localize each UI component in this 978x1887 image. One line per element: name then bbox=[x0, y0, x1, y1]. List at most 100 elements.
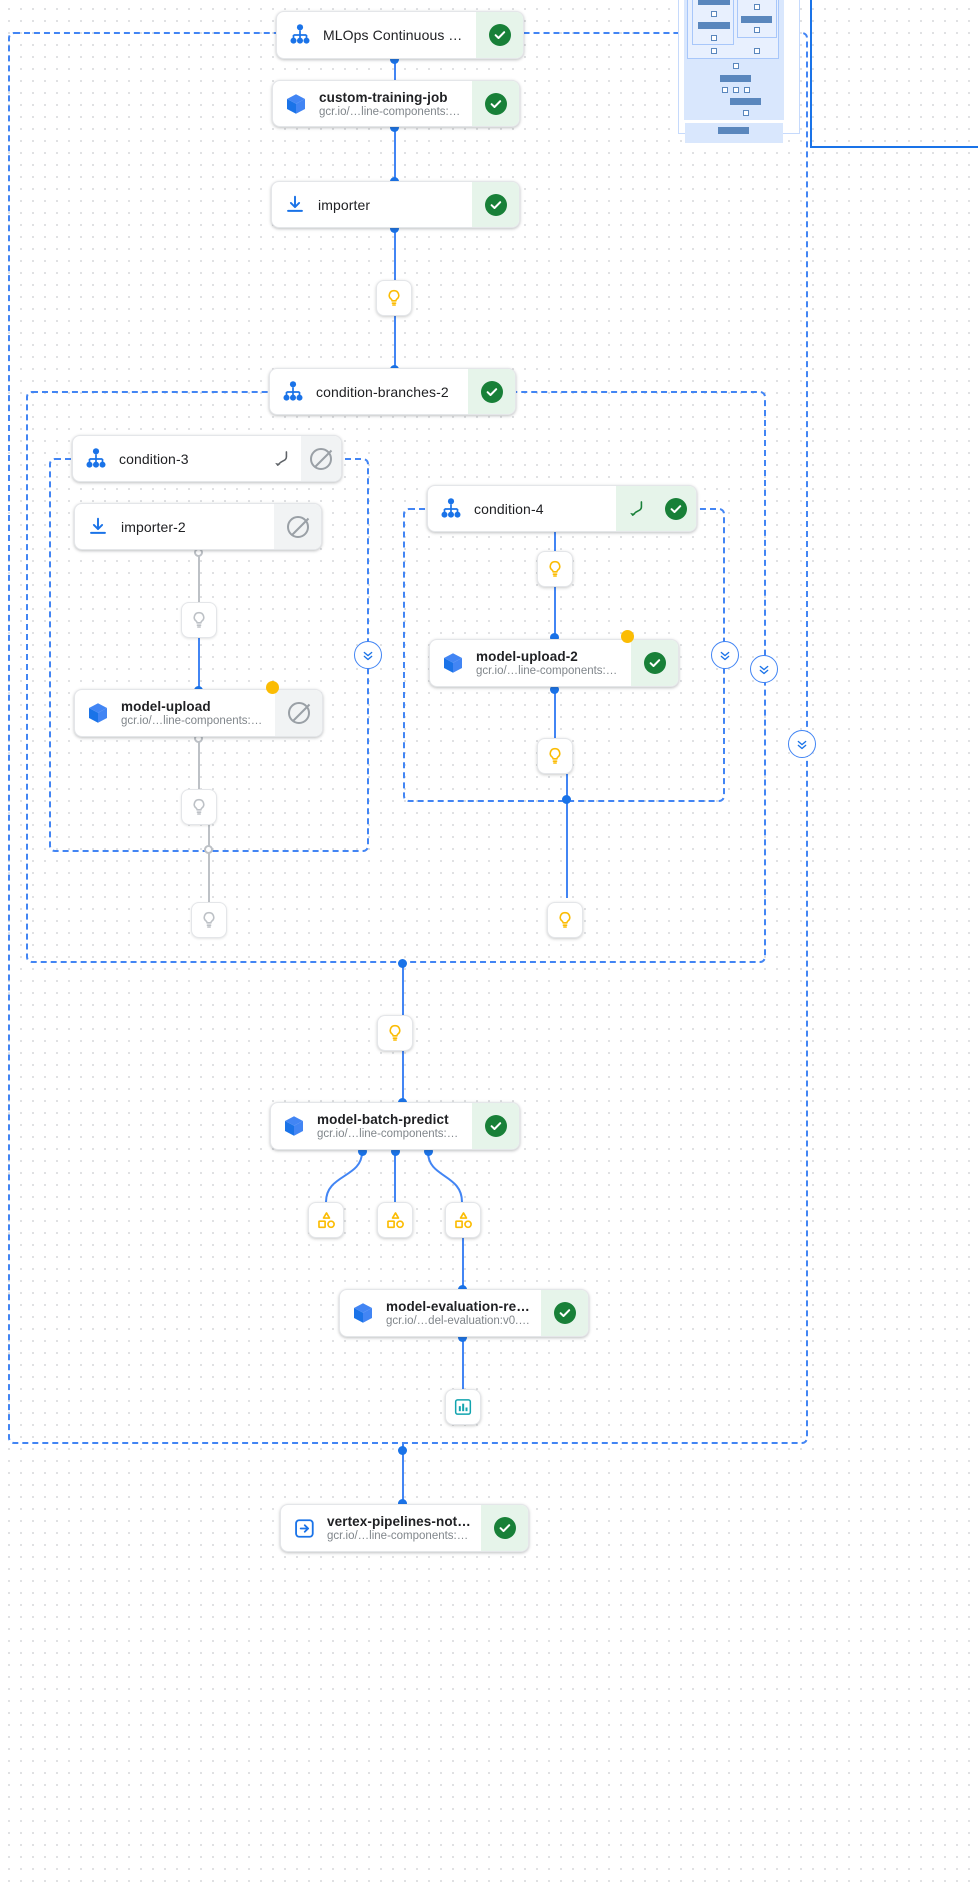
artifact-branches-out[interactable] bbox=[377, 1015, 413, 1051]
minimap-artifact bbox=[754, 27, 760, 33]
node-text: MLOps Continuous Traini… bbox=[323, 12, 476, 58]
node-output-marker bbox=[266, 681, 279, 694]
status-badge[interactable] bbox=[274, 504, 321, 549]
collapse-root-button[interactable] bbox=[788, 730, 816, 758]
edge-dot bbox=[562, 795, 571, 804]
status-badge[interactable] bbox=[656, 486, 696, 531]
node-title: condition-3 bbox=[119, 450, 189, 467]
download-icon bbox=[272, 182, 318, 227]
node-text: model-upload-2 gcr.io/…line-components:2… bbox=[476, 640, 631, 686]
artifact-model-upload-2-out[interactable] bbox=[537, 738, 573, 774]
check-circle-icon bbox=[643, 652, 666, 674]
minimap-node bbox=[718, 127, 749, 134]
artifact-batch-predict-a[interactable] bbox=[308, 1202, 344, 1238]
status-badge[interactable] bbox=[472, 1103, 519, 1149]
minimap-viewport[interactable] bbox=[810, 0, 978, 148]
shapes-icon bbox=[386, 1211, 404, 1228]
node-subtitle: gcr.io/…line-components:2.6.0 bbox=[319, 105, 462, 118]
edge-dot bbox=[458, 1333, 467, 1342]
minimap-content bbox=[684, 0, 784, 120]
node-title: custom-training-job bbox=[319, 89, 448, 105]
node-title: model-upload-2 bbox=[476, 649, 578, 664]
node-text: importer-2 bbox=[121, 504, 274, 549]
status-badge[interactable] bbox=[631, 640, 678, 686]
edge-dot bbox=[398, 1499, 407, 1508]
edge-dot bbox=[424, 1147, 433, 1156]
node-custom-training-job[interactable]: custom-training-job gcr.io/…line-compone… bbox=[272, 80, 520, 127]
chevrons-collapse-icon bbox=[797, 740, 807, 750]
check-circle-icon bbox=[484, 193, 507, 216]
status-badge[interactable] bbox=[275, 690, 322, 736]
node-condition-branches-2[interactable]: condition-branches-2 bbox=[269, 368, 516, 415]
minimap-node bbox=[698, 0, 730, 5]
node-subtitle: gcr.io/…line-components:2.6.0 bbox=[121, 715, 265, 727]
minimap-node bbox=[720, 75, 751, 82]
collapse-condition-3-button[interactable] bbox=[354, 641, 382, 669]
edge-title-to-training bbox=[394, 59, 396, 81]
artifact-importer-2-out[interactable] bbox=[181, 602, 217, 638]
node-condition-3[interactable]: condition-3 bbox=[72, 435, 342, 482]
chevrons-collapse-icon bbox=[363, 651, 373, 661]
branch-arrow-icon bbox=[630, 500, 643, 516]
node-mlops-continuous-training[interactable]: MLOps Continuous Traini… bbox=[276, 11, 524, 59]
check-circle-icon bbox=[493, 1517, 516, 1539]
collapse-condition-4-button[interactable] bbox=[711, 641, 739, 669]
node-text: condition-branches-2 bbox=[316, 369, 468, 414]
status-badge[interactable] bbox=[472, 81, 519, 126]
branch-arrow-icon-button[interactable] bbox=[616, 486, 656, 531]
node-condition-4[interactable]: condition-4 bbox=[427, 485, 697, 532]
status-badge[interactable] bbox=[541, 1290, 588, 1336]
node-text: condition-4 bbox=[474, 486, 616, 531]
minimap-artifact bbox=[711, 11, 717, 17]
status-badge[interactable] bbox=[472, 182, 519, 227]
node-model-batch-predict[interactable]: model-batch-predict gcr.io/…line-compone… bbox=[270, 1102, 520, 1150]
edge-dot bbox=[390, 224, 399, 233]
node-text: model-batch-predict gcr.io/…line-compone… bbox=[317, 1103, 472, 1149]
node-title: condition-branches-2 bbox=[316, 383, 449, 400]
edge-dot bbox=[390, 55, 399, 64]
collapse-branches-2-button[interactable] bbox=[750, 655, 778, 683]
branch-arrow-icon-button[interactable] bbox=[261, 436, 301, 481]
edge-condition4-to-artifact bbox=[554, 532, 556, 554]
chevrons-collapse-icon bbox=[720, 651, 730, 661]
node-title: model-evaluation-regres… bbox=[386, 1299, 531, 1314]
edge-branches-to-artifact bbox=[402, 963, 404, 1015]
edge-root-to-notification bbox=[402, 1444, 404, 1504]
node-text: condition-3 bbox=[119, 436, 261, 481]
minimap-artifact bbox=[754, 48, 760, 54]
lightbulb-icon bbox=[193, 798, 205, 815]
edge-dot bbox=[550, 685, 559, 694]
artifact-condition-4-in[interactable] bbox=[537, 551, 573, 587]
node-importer-2[interactable]: importer-2 bbox=[74, 503, 322, 550]
artifact-condition-3-out[interactable] bbox=[191, 902, 227, 938]
artifact-batch-predict-c[interactable] bbox=[445, 1202, 481, 1238]
status-badge[interactable] bbox=[481, 1505, 528, 1551]
edge-artifact-to-batch-predict bbox=[402, 1050, 404, 1102]
status-badge[interactable] bbox=[301, 436, 341, 481]
node-model-upload[interactable]: model-upload gcr.io/…line-components:2.6… bbox=[74, 689, 323, 737]
status-badge[interactable] bbox=[468, 369, 515, 414]
artifact-batch-predict-b[interactable] bbox=[377, 1202, 413, 1238]
edge-dot bbox=[391, 1147, 400, 1156]
node-model-upload-2[interactable]: model-upload-2 gcr.io/…line-components:2… bbox=[429, 639, 679, 687]
node-title: condition-4 bbox=[474, 500, 544, 517]
check-circle-icon bbox=[484, 92, 507, 115]
lightbulb-icon bbox=[203, 911, 215, 928]
graph-minimap[interactable] bbox=[678, 0, 800, 143]
edge-dot bbox=[390, 123, 399, 132]
edge-dot bbox=[550, 633, 559, 642]
edge-artifact-to-evaluation bbox=[462, 1238, 464, 1290]
dag-icon bbox=[270, 369, 316, 414]
edge-training-to-importer bbox=[394, 127, 396, 182]
status-badge[interactable] bbox=[476, 12, 523, 58]
artifact-condition-4-exit[interactable] bbox=[547, 902, 583, 938]
node-importer[interactable]: importer bbox=[271, 181, 520, 228]
artifact-evaluation-metrics[interactable] bbox=[445, 1389, 481, 1425]
node-vertex-pipelines-notification[interactable]: vertex-pipelines-notificat… gcr.io/…line… bbox=[280, 1504, 529, 1552]
artifact-model-1[interactable] bbox=[376, 280, 412, 316]
dag-icon bbox=[277, 12, 323, 58]
node-model-evaluation-regression[interactable]: model-evaluation-regres… gcr.io/…del-eva… bbox=[339, 1289, 589, 1337]
artifact-model-upload-out[interactable] bbox=[181, 789, 217, 825]
edge-model-upload-to-artifact bbox=[198, 738, 200, 790]
